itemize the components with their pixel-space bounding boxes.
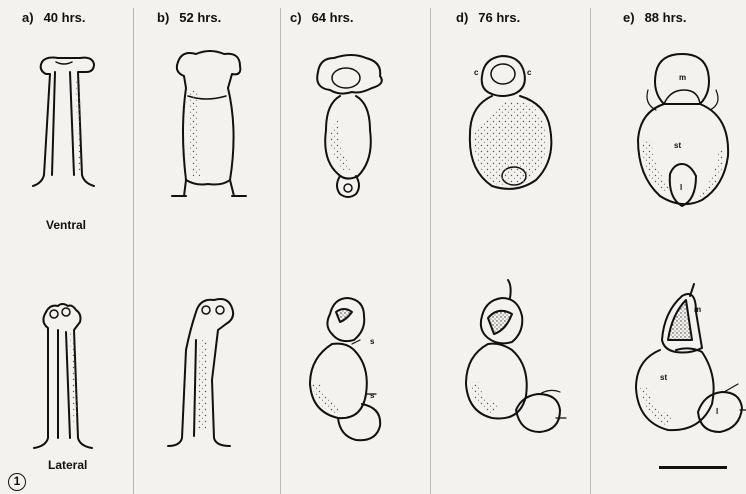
structure-label-m: m <box>694 305 701 314</box>
stage-a-ventral-drawing <box>33 58 94 187</box>
stage-a-lateral-drawing <box>34 304 92 448</box>
structure-label-st: st <box>674 141 681 150</box>
structure-label-c: c <box>474 68 479 77</box>
structure-label-l: l <box>680 183 682 192</box>
structure-label-s: s <box>370 337 375 346</box>
structure-label-c: c <box>527 68 532 77</box>
view-label-ventral: Ventral <box>46 218 86 232</box>
structure-label-s: s <box>370 391 375 400</box>
stage-d-ventral-drawing <box>470 56 552 189</box>
stage-b-lateral-drawing <box>168 299 233 446</box>
structure-label-m: m <box>679 73 686 82</box>
stage-b-ventral-drawing <box>172 51 246 196</box>
figure-number-badge: 1 <box>8 473 26 491</box>
scale-bar <box>659 466 727 469</box>
stage-e-lateral-drawing <box>636 284 746 432</box>
stage-c-lateral-drawing <box>310 298 380 440</box>
stage-c-ventral-drawing <box>317 55 382 197</box>
view-label-lateral: Lateral <box>48 458 87 472</box>
structure-label-st: st <box>660 373 667 382</box>
stage-d-lateral-drawing <box>466 280 566 432</box>
structure-label-l: l <box>716 407 718 416</box>
